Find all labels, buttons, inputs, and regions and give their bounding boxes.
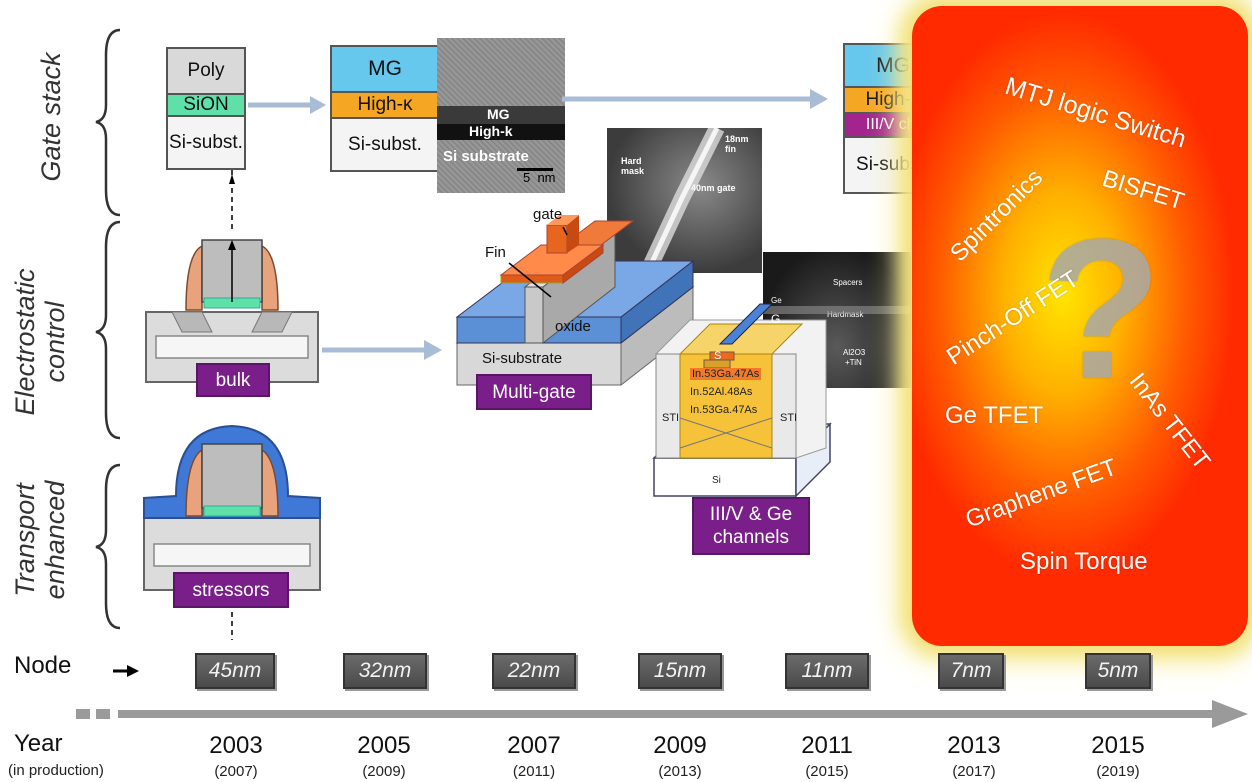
stack2-metal-gate: MG: [330, 45, 440, 93]
iiiv-channel-3d: [652, 303, 832, 498]
year-sublabel: (in production): [8, 762, 104, 779]
row-label-transport-line2: enhanced: [40, 480, 70, 600]
tem-label-mg: MG: [487, 106, 510, 122]
sem1-fin-line2: fin: [725, 144, 736, 154]
row-label-electrostatic-line2: control: [40, 301, 70, 383]
tem-label-si: Si substrate: [443, 148, 529, 165]
node-32nm: 32nm: [343, 653, 427, 689]
row-label-electrostatic-line1: Electrostatic: [10, 268, 40, 416]
stack2-high-k: High-κ: [330, 91, 440, 119]
row-label-transport-line1: Transport: [10, 483, 40, 597]
sem1-fin-line1: 18nm: [725, 134, 749, 144]
node-45nm: 45nm: [195, 653, 275, 689]
finfet-fin-label: Fin: [485, 244, 506, 261]
node-arrow-icon: [113, 665, 139, 677]
future-devices-box: [912, 6, 1248, 646]
iiiv-source-label: S: [714, 350, 722, 362]
tem-image: MG High-k Si substrate 5 nm: [437, 38, 565, 193]
bulk-transistor: [145, 239, 319, 383]
finfet-gate-label: gate: [533, 206, 563, 223]
arrow-stack2-to-stack3: [562, 89, 828, 109]
iiiv-layer-1: In.53Ga.47As: [690, 368, 762, 380]
sem1-hardmask-line1: Hard: [621, 156, 642, 166]
production-2007: (2007): [214, 763, 258, 780]
tag-stressors: stressors: [173, 572, 289, 608]
iiiv-gate-label: G: [771, 312, 781, 326]
finfet-substrate-label: Si-substrate: [482, 350, 563, 367]
sem2-al-label: Al2O3: [843, 348, 866, 357]
node-22nm: 22nm: [492, 653, 576, 689]
sem2-spacers-label: Spacers: [833, 278, 863, 287]
tag-bulk: bulk: [196, 363, 270, 397]
tem-label-high-k: High-k: [469, 123, 513, 139]
future-spin-torque: Spin Torque: [1020, 548, 1148, 575]
stack1-sion: SiON: [166, 93, 246, 117]
tag-iiiv-ge-channels: III/V & Ge channels: [692, 497, 810, 555]
production-2015: (2015): [805, 763, 849, 780]
year-2013: 2013: [947, 732, 1001, 759]
stack2-si-substrate: Si-subst.: [330, 117, 440, 172]
node-15nm: 15nm: [638, 653, 722, 689]
timeline-arrow: [76, 700, 1248, 728]
tem-scale-bar: 5 nm: [523, 170, 556, 185]
finfet-oxide-label: oxide: [555, 318, 591, 335]
year-2003: 2003: [209, 732, 263, 759]
year-2015: 2015: [1091, 732, 1145, 759]
node-5nm: 5nm: [1085, 653, 1151, 689]
tag-iiiv-line2: channels: [712, 527, 790, 548]
tag-iiiv-line1: III/V & Ge: [709, 504, 793, 525]
row-label-transport: Transport enhanced: [10, 470, 70, 610]
production-2019: (2019): [1096, 763, 1140, 780]
sem2-tin-label: +TiN: [845, 358, 862, 367]
sem1-hardmask-line2: mask: [621, 166, 645, 176]
sem1-hardmask-label: Hard mask: [621, 156, 644, 176]
row-brackets: [95, 28, 121, 630]
year-2009: 2009: [653, 732, 707, 759]
sem-image-fin: Hard mask 18nm fin 40nm gate: [607, 128, 762, 273]
year-2011: 2011: [801, 732, 853, 759]
arrow-bulk-to-multigate: [322, 340, 442, 360]
node-label: Node: [14, 652, 72, 679]
sem2-ge-label: Ge: [771, 296, 782, 305]
iiiv-layer-2: In.52Al.48As: [690, 386, 753, 398]
sem1-fin-label: 18nm fin: [725, 134, 749, 154]
production-2013: (2013): [658, 763, 702, 780]
row-label-electrostatic: Electrostatic control: [10, 267, 70, 417]
production-2011: (2011): [512, 763, 556, 780]
iiiv-si-label: Si: [712, 475, 721, 486]
production-2017: (2017): [952, 763, 996, 780]
fin-diagonal: [639, 128, 725, 273]
year-label: Year: [14, 730, 63, 757]
arrow-stack1-to-stack2: [248, 96, 326, 114]
sem2-hardmask-label: Hardmask: [827, 310, 864, 319]
production-2009: (2009): [362, 763, 406, 780]
stack1-poly: Poly: [166, 47, 246, 95]
finfet-3d: [455, 215, 695, 387]
iiiv-sti-right: STI: [780, 412, 798, 424]
node-7nm: 7nm: [938, 653, 1004, 689]
row-label-gate-stack: Gate stack: [36, 52, 66, 182]
stressor-transistor: [143, 424, 321, 591]
iiiv-sti-left: STI: [662, 412, 680, 424]
node-11nm: 11nm: [785, 653, 869, 689]
year-2007: 2007: [507, 732, 561, 759]
future-ge-tfet: Ge TFET: [945, 402, 1044, 429]
year-2005: 2005: [357, 732, 411, 759]
stack1-si-substrate: Si-subst.: [166, 115, 246, 170]
future-question-mark: ?: [1040, 198, 1163, 421]
tag-multi-gate: Multi-gate: [476, 374, 592, 410]
iiiv-layer-3: In.53Ga.47As: [690, 404, 758, 416]
sem1-gate-label: 40nm gate: [691, 183, 736, 193]
